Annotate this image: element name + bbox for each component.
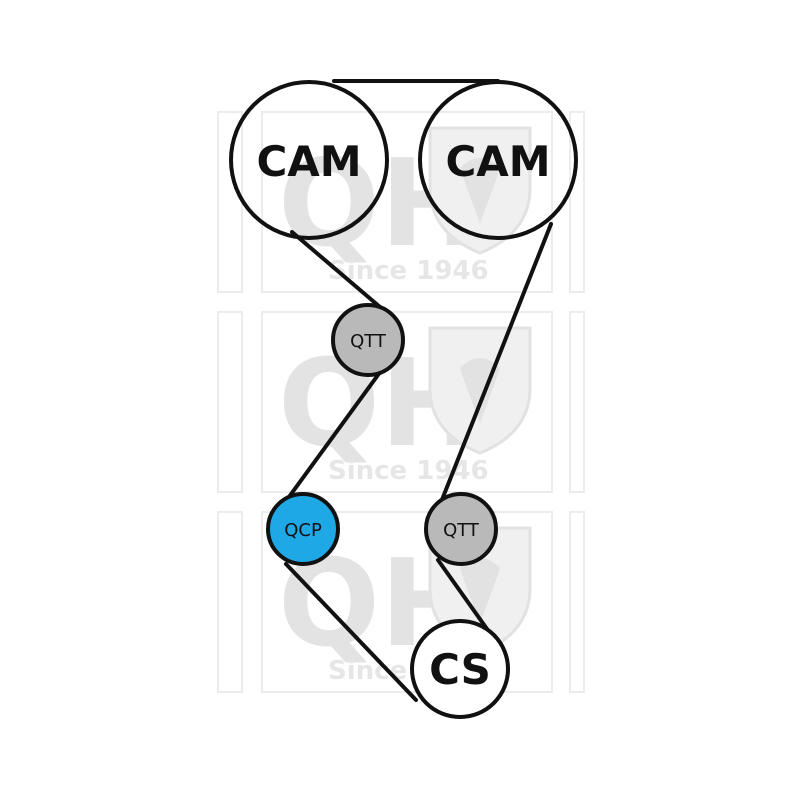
qtt-upper-label: QTT xyxy=(350,331,387,352)
watermark-tile xyxy=(261,311,553,493)
belt-segment-qcp-to-qtt xyxy=(276,362,388,514)
watermark-tile xyxy=(217,111,243,293)
tensioner-lower: QTT xyxy=(424,492,498,566)
watermark-layer: QH Since 1946 QH Since 1946 QH Since 194… xyxy=(217,111,585,693)
watermark-tile xyxy=(569,511,585,693)
belt-segment-qtt-to-cam xyxy=(290,230,382,309)
watermark-tile xyxy=(261,111,553,293)
cs-label: CS xyxy=(429,645,491,694)
belt-segment-right xyxy=(432,222,553,522)
cam-pulley-left: CAM xyxy=(229,80,389,240)
qcp-label: QCP xyxy=(284,520,322,541)
tensioner-upper: QTT xyxy=(331,303,405,377)
qtt-lower-label: QTT xyxy=(443,520,480,541)
cam-pulley-right: CAM xyxy=(418,80,578,240)
watermark-since: Since 1946 xyxy=(328,456,489,486)
belt-segment-qtt-to-cs xyxy=(436,558,494,638)
cam-left-label: CAM xyxy=(256,137,361,186)
crankshaft-pulley: CS xyxy=(410,619,510,719)
watermark-since: Since 1946 xyxy=(328,256,489,286)
shield-icon xyxy=(428,126,532,255)
cam-right-label: CAM xyxy=(445,137,550,186)
belt-segment-cs-to-qcp xyxy=(284,562,418,702)
timing-belt xyxy=(276,79,553,702)
water-pump: QCP xyxy=(266,492,340,566)
watermark-tile xyxy=(217,511,243,693)
watermark-tile xyxy=(569,111,585,293)
watermark-tile xyxy=(217,311,243,493)
watermark-tile xyxy=(569,311,585,493)
